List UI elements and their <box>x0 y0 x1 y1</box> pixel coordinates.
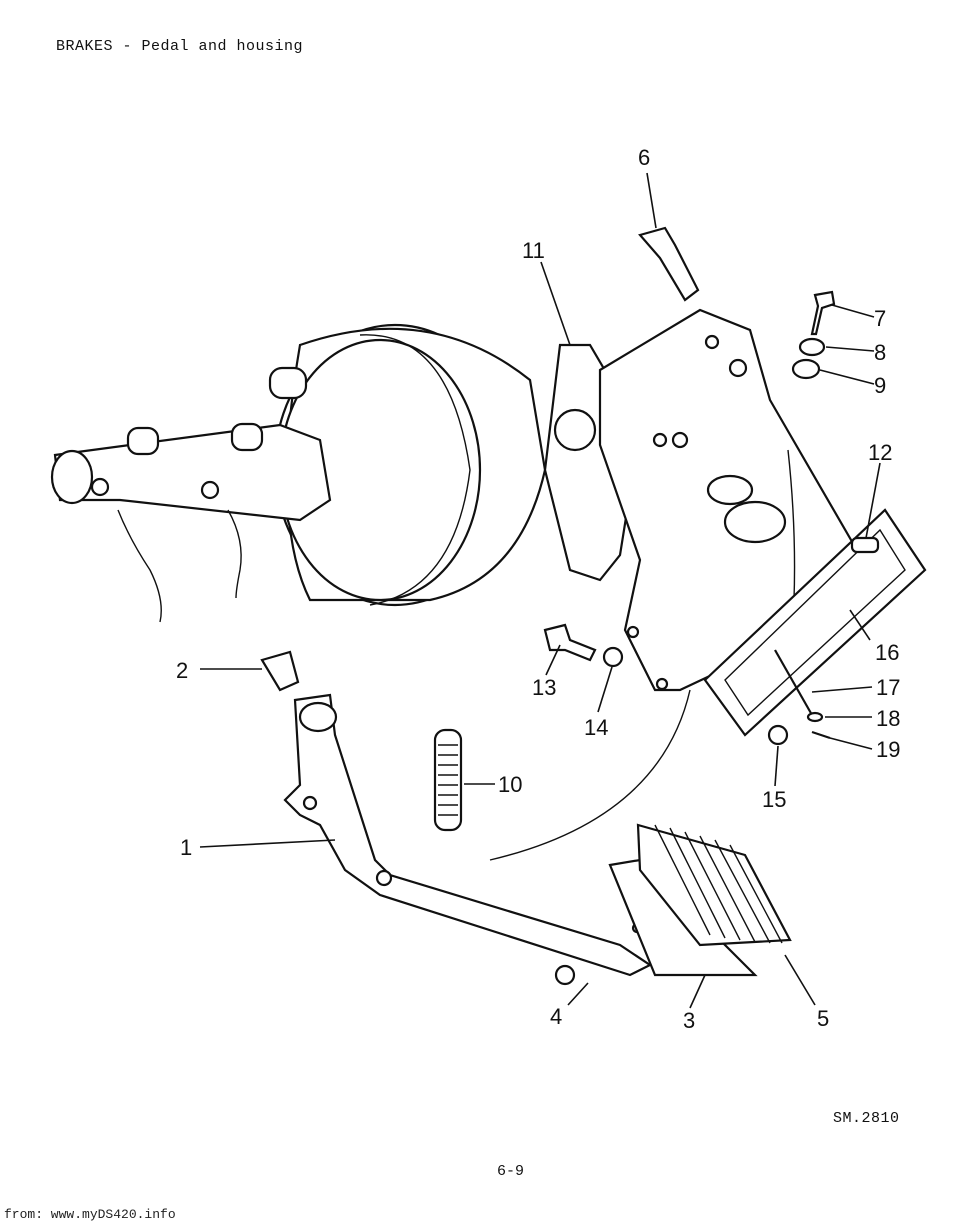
callout-18: 18 <box>876 706 900 731</box>
callout-8: 8 <box>874 340 886 365</box>
diagram-reference: SM.2810 <box>833 1110 900 1127</box>
callout-9: 9 <box>874 373 886 398</box>
bolt-13 <box>543 623 597 662</box>
washer-8 <box>798 337 826 357</box>
callout-19: 19 <box>876 737 900 762</box>
pedal-rubber <box>636 823 792 947</box>
callout-16: 16 <box>875 640 899 665</box>
callout-15: 15 <box>762 787 786 812</box>
page-title: BRAKES - Pedal and housing <box>56 38 304 55</box>
washer-18 <box>806 711 824 723</box>
screw-7 <box>810 290 836 336</box>
source-footer: from: www.myDS420.info <box>4 1207 176 1222</box>
leader-lines <box>199 172 881 1009</box>
callout-14: 14 <box>584 715 608 740</box>
pedal-bush <box>260 650 300 692</box>
pivot-pin <box>638 226 700 302</box>
split-pin-19 <box>811 730 831 740</box>
callout-5: 5 <box>817 1006 829 1031</box>
callout-11: 11 <box>522 238 545 263</box>
housing-gasket <box>703 508 927 737</box>
master-cylinder <box>50 366 332 623</box>
callout-6: 6 <box>638 145 650 170</box>
callout-4: 4 <box>550 1004 562 1029</box>
callout-13: 13 <box>532 675 556 700</box>
callout-2: 2 <box>176 658 188 683</box>
callout-1: 1 <box>180 835 192 860</box>
grommet-9 <box>791 358 821 380</box>
callout-7: 7 <box>874 306 886 331</box>
callout-10: 10 <box>498 772 522 797</box>
page-number: 6-9 <box>497 1163 525 1180</box>
push-rod-17 <box>774 649 813 716</box>
callout-17: 17 <box>876 675 900 700</box>
callout-numbers: 1 2 3 4 5 6 7 8 9 10 11 12 13 14 15 16 1… <box>176 145 900 1033</box>
nut-4 <box>554 964 576 986</box>
callout-12: 12 <box>868 440 892 465</box>
nut-15 <box>767 724 789 746</box>
spring-washer-14 <box>602 646 624 668</box>
callout-3: 3 <box>683 1008 695 1033</box>
stud-12 <box>850 536 880 554</box>
brake-servo <box>273 323 547 607</box>
